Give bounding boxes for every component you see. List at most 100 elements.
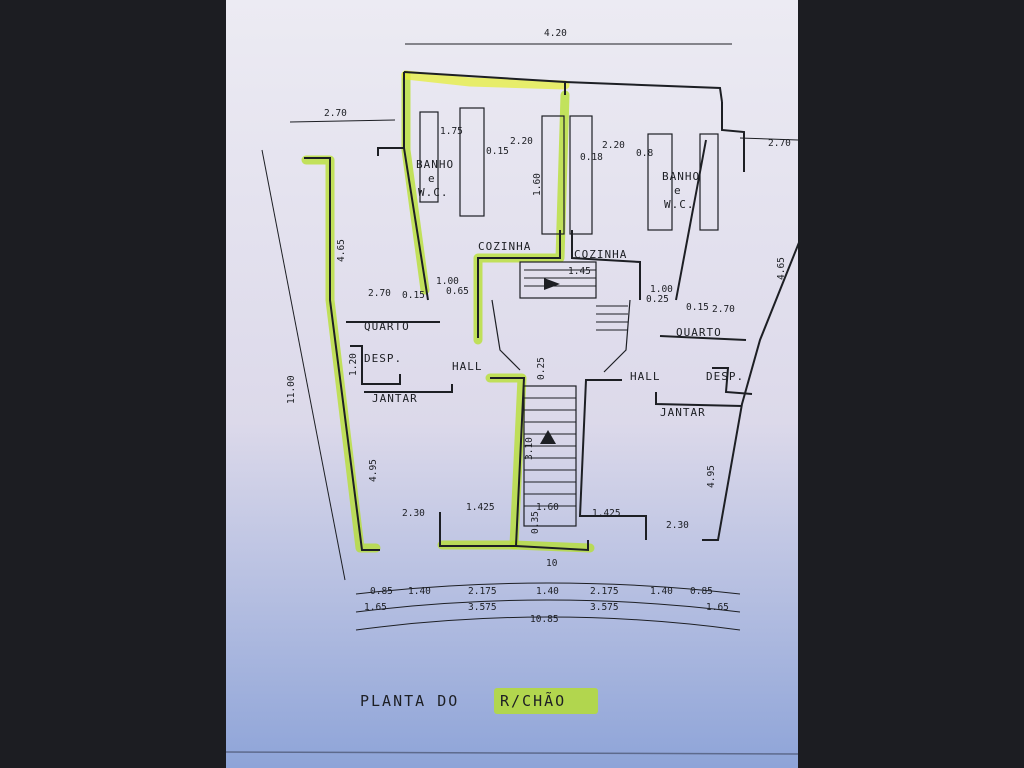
left-top-dim-line xyxy=(289,119,396,123)
dim-bath-left-a: 1.75 xyxy=(440,126,463,137)
bottom-dim-2-2: 3.575 xyxy=(590,602,619,613)
bottom-dim-row-2: 1.65 3.575 3.575 1.65 xyxy=(364,602,729,613)
dim-front-b: 1.425 xyxy=(592,508,621,519)
right-living-wall xyxy=(578,379,647,540)
quarto-right-label: QUARTO xyxy=(676,326,722,339)
dim-front-d: 0.35 xyxy=(530,511,541,534)
dim-jantar-w-right: 2.30 xyxy=(666,520,689,531)
title-highlight xyxy=(494,688,598,714)
dim-left-height: 11.00 xyxy=(286,375,297,404)
bottom-dim-1-6: 0.85 xyxy=(690,586,713,597)
right-bath-inner xyxy=(675,139,707,301)
central-stair xyxy=(523,385,577,527)
highlight-front-step xyxy=(509,540,595,553)
dim-kitchen-d: 1.60 xyxy=(532,173,543,196)
right-kitchen-counter xyxy=(569,115,593,235)
dim-front-c: 1.60 xyxy=(536,502,559,513)
dim-kitchen-b: 2.20 xyxy=(602,140,625,151)
right-quarto-wall xyxy=(659,335,747,341)
bottom-dim-2-1: 3.575 xyxy=(468,602,497,613)
dim-small-b: 1.00 xyxy=(436,276,459,287)
bottom-dim-arc-3 xyxy=(355,616,741,631)
banho-right-label-3: W.C. xyxy=(664,198,695,211)
dim-stair-w: 1.45 xyxy=(568,266,591,277)
dim-quarto-right-h: 4.65 xyxy=(776,257,787,280)
hall-right-label: HALL xyxy=(630,370,661,383)
upper-stair-treads xyxy=(524,269,628,331)
left-outer-wall xyxy=(304,157,380,551)
left-jantar-wall xyxy=(364,384,453,393)
left-frame xyxy=(0,0,226,768)
top-wall-right xyxy=(564,81,723,103)
jantar-right-label: JANTAR xyxy=(660,406,706,419)
bottom-dim-2-0: 1.65 xyxy=(364,602,387,613)
bottom-dim-1-3: 1.40 xyxy=(536,586,559,597)
cozinha-left-label: COZINHA xyxy=(478,240,531,253)
banho-right-label-1: BANHO xyxy=(662,170,700,183)
cozinha-right-label: COZINHA xyxy=(574,248,627,261)
dimension-labels: 4.20 2.70 2.70 11.00 1.75 0.15 2.20 2.20… xyxy=(286,28,791,625)
plan-drawing: BANHO e W.C. BANHO e W.C. COZINHA COZINH… xyxy=(261,28,801,631)
dim-right-top: 2.70 xyxy=(768,138,791,149)
room-labels: BANHO e W.C. BANHO e W.C. COZINHA COZINH… xyxy=(364,158,744,419)
core-right-flight xyxy=(603,299,631,373)
highlight-top-wall xyxy=(401,70,570,90)
dim-desp-h: 1.20 xyxy=(348,353,359,376)
dim-kitchen-a: 2.20 xyxy=(510,136,533,147)
stair-arrow-up xyxy=(544,278,560,290)
right-bath-fixture xyxy=(647,133,673,231)
plan-title-prefix: PLANTA DO xyxy=(360,692,459,710)
desp-right-label: DESP. xyxy=(706,370,744,383)
dim-top-overall: 4.20 xyxy=(544,28,567,39)
left-kitchen-wall xyxy=(477,230,561,338)
left-bath-inner xyxy=(403,147,429,301)
stair-landing xyxy=(519,261,597,299)
left-living-step xyxy=(515,540,589,552)
dim-small-a: 0.15 xyxy=(402,290,425,301)
dim-bath-left-b: 0.15 xyxy=(486,146,509,157)
plan-title-highlighted: R/CHÃO xyxy=(500,691,566,710)
dim-quarto-left-w: 2.70 xyxy=(368,288,391,299)
central-stair-arrow xyxy=(540,430,556,444)
dim-left-top: 2.70 xyxy=(324,108,347,119)
jantar-left-label: JANTAR xyxy=(372,392,418,405)
dim-small-e: 0.25 xyxy=(646,294,669,305)
right-outer-wall xyxy=(702,239,801,541)
dim-quarto-left-h: 4.65 xyxy=(336,239,347,262)
paper-bottom-edge xyxy=(225,751,799,755)
paper xyxy=(226,0,798,768)
bottom-dim-2-3: 1.65 xyxy=(706,602,729,613)
dim-jantar-w-left: 2.30 xyxy=(402,508,425,519)
right-kitchen-wall xyxy=(571,230,641,300)
dim-quarto-right-w: 2.70 xyxy=(712,304,735,315)
right-jantar-wall xyxy=(655,392,743,407)
right-top-dim-line xyxy=(739,137,799,141)
dim-bath-right-a: 0.8 xyxy=(636,148,653,159)
right-bath-shower xyxy=(699,133,719,231)
right-desp-wall xyxy=(712,367,753,395)
left-bath-fixture xyxy=(459,107,485,217)
banho-left-label-2: e xyxy=(428,172,436,185)
banho-left-label-3: W.C. xyxy=(418,186,449,199)
hall-left-label: HALL xyxy=(452,360,483,373)
dim-small-c: 0.65 xyxy=(446,286,469,297)
bottom-dim-1-4: 2.175 xyxy=(590,586,619,597)
core-left-flight xyxy=(491,299,521,371)
bottom-dim-1-2: 2.175 xyxy=(468,586,497,597)
plan-title: PLANTA DO R/CHÃO xyxy=(360,688,598,714)
desp-left-label: DESP. xyxy=(364,352,402,365)
banho-left-label-1: BANHO xyxy=(416,158,454,171)
dim-hall-mid: 0.25 xyxy=(536,357,547,380)
dim-jantar-right-h: 4.95 xyxy=(706,465,717,488)
dim-small-d: 1.00 xyxy=(650,284,673,295)
banho-right-label-2: e xyxy=(674,184,682,197)
quarto-left-label: QUARTO xyxy=(364,320,410,333)
left-bath-outer xyxy=(377,72,405,156)
dim-front-a: 1.425 xyxy=(466,502,495,513)
left-dim-line xyxy=(261,149,346,581)
bottom-dim-arc-1 xyxy=(355,582,741,595)
dim-jantar-left-h: 4.95 xyxy=(368,459,379,482)
dim-front-mark: 10 xyxy=(546,558,558,569)
